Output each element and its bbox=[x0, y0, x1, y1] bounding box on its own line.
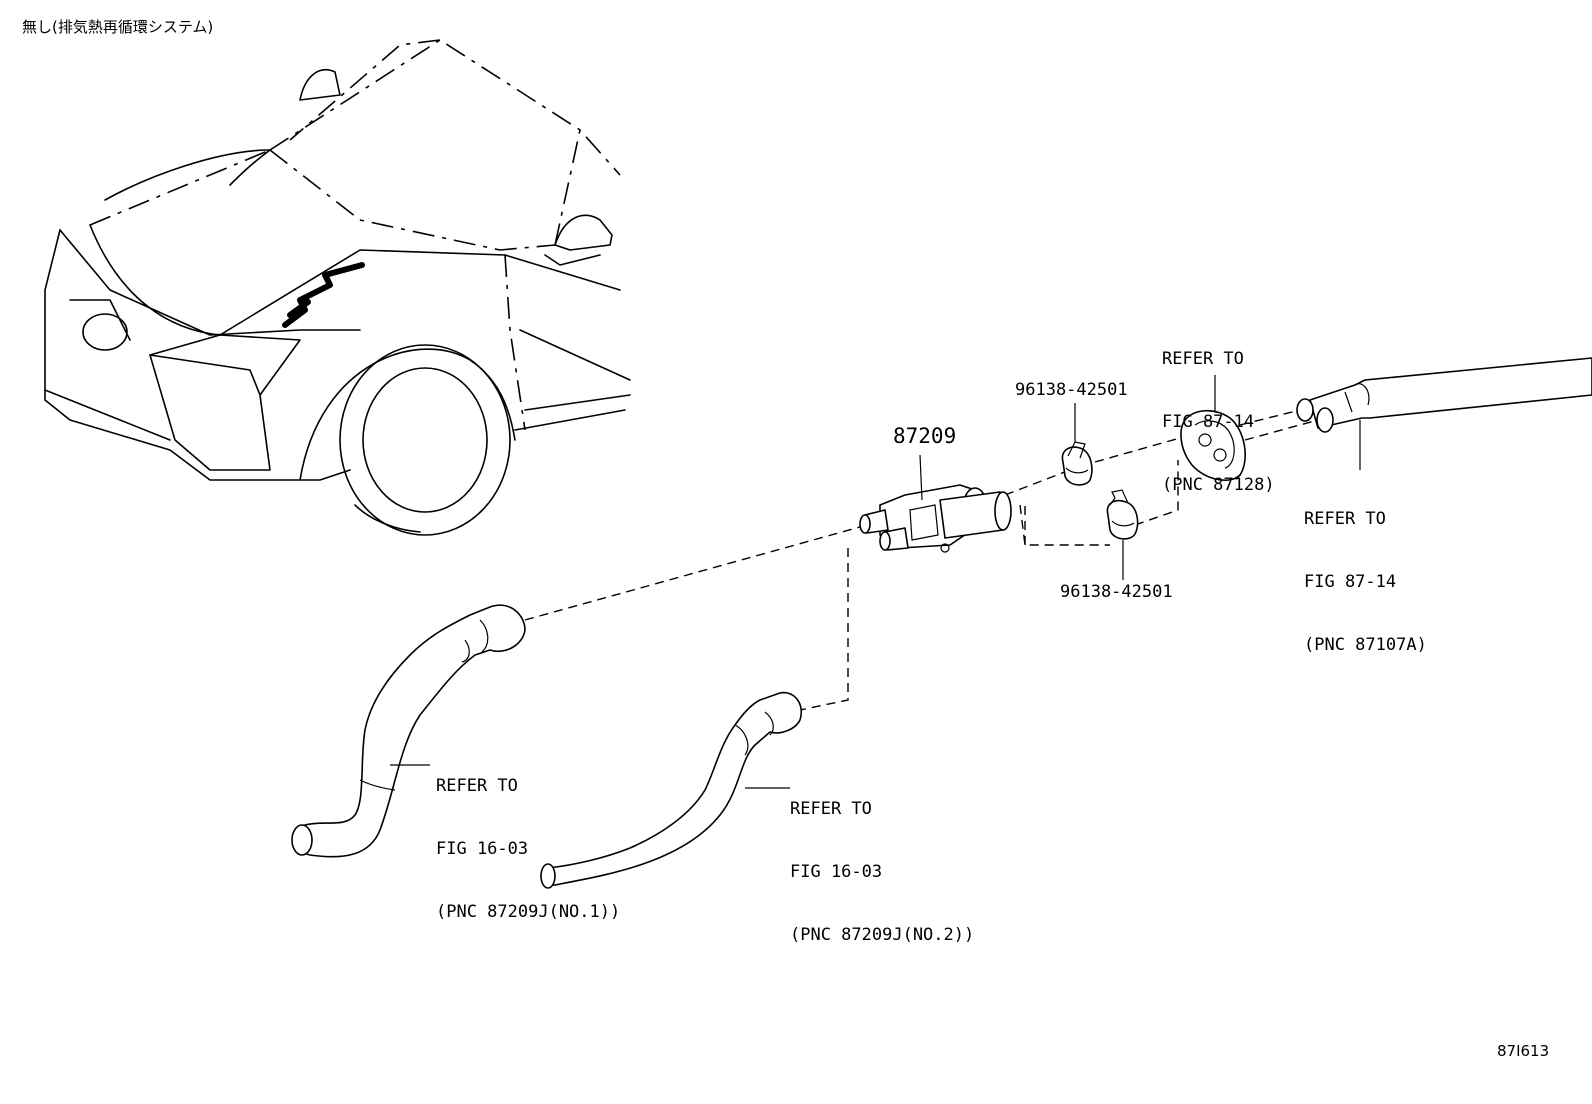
ref-line: FIG 87-14 bbox=[1304, 572, 1397, 592]
ref-line: REFER TO bbox=[1304, 509, 1386, 529]
ref-line: FIG 16-03 bbox=[436, 839, 529, 859]
vehicle-illustration bbox=[44, 39, 631, 536]
water-valve-87209[interactable] bbox=[859, 454, 1012, 553]
ref-line: FIG 16-03 bbox=[790, 862, 883, 882]
part-number-87209[interactable]: 87209 bbox=[893, 424, 957, 448]
part-number-clamp-lower[interactable]: 96138-42501 bbox=[1060, 582, 1173, 602]
ref-line: REFER TO bbox=[436, 776, 518, 796]
part-number-clamp-upper[interactable]: 96138-42501 bbox=[1015, 380, 1128, 400]
hose-no2 bbox=[540, 691, 802, 889]
hose-clamp-lower[interactable] bbox=[1106, 489, 1139, 580]
heater-pipes bbox=[1296, 357, 1592, 470]
ref-note-pipe[interactable]: REFER TO FIG 87-14 (PNC 87107A) bbox=[1304, 467, 1427, 677]
hose-no1 bbox=[291, 604, 526, 858]
ref-note-hose-no1[interactable]: REFER TO FIG 16-03 (PNC 87209J(NO.1)) bbox=[436, 734, 620, 944]
hose-clamp-upper[interactable] bbox=[1061, 403, 1093, 486]
ref-line: (PNC 87128) bbox=[1162, 475, 1275, 495]
ref-note-hose-no2[interactable]: REFER TO FIG 16-03 (PNC 87209J(NO.2)) bbox=[790, 757, 974, 967]
ref-line: (PNC 87209J(NO.1)) bbox=[436, 902, 621, 922]
assembly-leader-lines bbox=[524, 409, 1319, 711]
ref-line: (PNC 87107A) bbox=[1304, 635, 1427, 655]
ref-line: FIG 87-14 bbox=[1162, 412, 1255, 432]
condition-note: 無し(排気熱再循環システム) bbox=[22, 18, 214, 36]
ref-line: REFER TO bbox=[1162, 349, 1244, 369]
ref-line: (PNC 87209J(NO.2)) bbox=[790, 925, 975, 945]
figure-code: 87I613 bbox=[1497, 1042, 1550, 1060]
ref-line: REFER TO bbox=[790, 799, 872, 819]
grommet bbox=[1180, 375, 1246, 481]
ref-note-grommet[interactable]: REFER TO FIG 87-14 (PNC 87128) bbox=[1162, 307, 1275, 517]
